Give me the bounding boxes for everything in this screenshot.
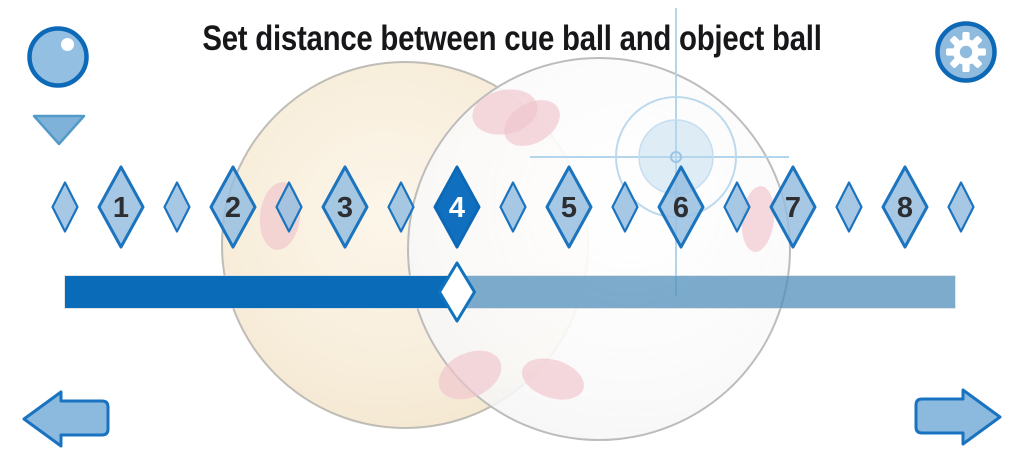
scale-diamond-4[interactable]: 4 bbox=[433, 165, 481, 249]
scale-diamond-half bbox=[387, 181, 415, 233]
svg-text:7: 7 bbox=[785, 192, 801, 224]
scale-diamond-6[interactable]: 6 bbox=[657, 165, 705, 249]
prev-button[interactable] bbox=[21, 390, 111, 450]
svg-text:2: 2 bbox=[225, 192, 241, 224]
scale-diamond-5[interactable]: 5 bbox=[545, 165, 593, 249]
scale-diamond-half bbox=[499, 181, 527, 233]
scale-diamond-half bbox=[947, 181, 975, 233]
scale-diamond-1[interactable]: 1 bbox=[97, 165, 145, 249]
cue-ball-icon bbox=[25, 26, 91, 93]
page-title: Set distance between cue ball and object… bbox=[202, 19, 822, 58]
scale-diamond-half bbox=[723, 181, 751, 233]
svg-text:3: 3 bbox=[337, 192, 353, 224]
arrow-left-icon bbox=[21, 390, 111, 451]
scale-diamond-half bbox=[51, 181, 79, 233]
slider-thumb[interactable] bbox=[437, 261, 477, 323]
scale-diamond-7[interactable]: 7 bbox=[769, 165, 817, 249]
svg-text:4: 4 bbox=[449, 192, 465, 224]
cue-ball-button[interactable] bbox=[25, 24, 91, 90]
arrow-right-icon bbox=[913, 388, 1003, 449]
distance-slider[interactable] bbox=[65, 276, 955, 308]
svg-text:8: 8 bbox=[897, 192, 913, 224]
next-button[interactable] bbox=[913, 388, 1003, 448]
gear-icon bbox=[933, 21, 999, 88]
scale-diamond-half bbox=[835, 181, 863, 233]
scale-diamond-3[interactable]: 3 bbox=[321, 165, 369, 249]
svg-text:5: 5 bbox=[561, 192, 577, 224]
triangle-down-icon bbox=[31, 114, 87, 150]
scale-diamond-8[interactable]: 8 bbox=[881, 165, 929, 249]
slider-fill bbox=[65, 276, 457, 308]
svg-text:1: 1 bbox=[113, 192, 129, 224]
scale-diamond-half bbox=[275, 181, 303, 233]
dropdown-arrow-button[interactable] bbox=[31, 113, 87, 147]
settings-button[interactable] bbox=[933, 19, 999, 85]
scale-diamond-2[interactable]: 2 bbox=[209, 165, 257, 249]
svg-text:6: 6 bbox=[673, 192, 689, 224]
slider-track[interactable] bbox=[65, 276, 955, 308]
scale-diamond-half bbox=[611, 181, 639, 233]
scale-diamond-half bbox=[163, 181, 191, 233]
